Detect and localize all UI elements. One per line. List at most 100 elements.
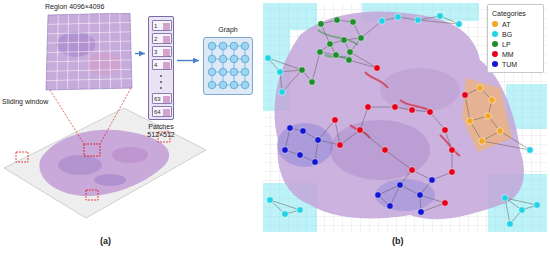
map-vertex	[318, 21, 325, 28]
map-vertex	[534, 202, 541, 209]
map-vertex	[379, 18, 386, 25]
graph-vertex	[230, 68, 238, 76]
patch-thumbnail	[163, 36, 170, 43]
patch-thumbnail	[163, 96, 170, 103]
bg-regions	[263, 3, 547, 232]
graph-icon	[204, 38, 252, 94]
graph-vertex	[208, 68, 216, 76]
legend-text: AT	[502, 21, 510, 28]
map-vertex	[442, 127, 449, 134]
map-edge	[465, 95, 470, 121]
patch-thumbnail	[163, 49, 170, 56]
projection-line	[50, 90, 84, 144]
ellipsis-dot	[160, 87, 162, 89]
graph-vertex	[219, 55, 227, 63]
map-vertex	[502, 195, 509, 202]
graph-vertex	[230, 55, 238, 63]
tile-grid	[99, 14, 101, 89]
tum-region	[375, 179, 435, 211]
graph-vertex	[208, 55, 216, 63]
map-vertex	[357, 127, 364, 134]
map-vertex	[497, 128, 504, 135]
ellipsis-dot	[160, 81, 162, 83]
column-heading: Patches 512×512	[145, 123, 177, 139]
map-edge	[318, 120, 335, 140]
map-edge	[482, 141, 530, 150]
map-vertex	[395, 14, 402, 21]
map-vertex	[282, 147, 289, 154]
map-vertex	[409, 107, 416, 114]
panel-label: (a)	[100, 236, 111, 246]
map-grid	[263, 3, 547, 232]
map-edge	[360, 107, 368, 130]
patch-box: 4	[152, 59, 172, 70]
flow-arrow	[135, 53, 145, 54]
tissue-shade	[56, 32, 95, 57]
map-vertex	[442, 200, 449, 207]
window-square	[16, 152, 28, 162]
panel-label: (b)	[392, 236, 404, 246]
legend-entry: LP	[492, 39, 539, 49]
patch-number: 4	[154, 62, 157, 69]
patch-column: 12346364	[148, 16, 174, 120]
legend-swatch	[492, 31, 498, 37]
map-vertex	[489, 97, 496, 104]
map-edge	[268, 58, 302, 70]
map-ground	[263, 3, 547, 232]
map-vertex	[297, 152, 304, 159]
legend-swatch	[492, 51, 498, 57]
map-edge	[421, 203, 445, 212]
graph-node: Graph	[199, 26, 257, 95]
map-vertex	[358, 35, 365, 42]
map-vertex	[365, 104, 372, 111]
map-vertex	[449, 147, 456, 154]
patch-number: 63	[154, 96, 161, 103]
map-vertex	[277, 69, 284, 76]
region-tile	[46, 13, 132, 90]
tissue-shade	[94, 174, 126, 186]
graph-vertex	[208, 81, 216, 89]
map-vertex	[299, 67, 306, 74]
annotation-label: Sliding window	[2, 98, 48, 106]
graph-vertex	[219, 68, 227, 76]
tissue-shade	[87, 53, 122, 75]
map-vertex	[300, 128, 307, 135]
tissue-shade	[330, 120, 430, 180]
ellipsis-dots	[149, 73, 173, 91]
legend-entry: TUM	[492, 59, 539, 69]
graph-vertex	[230, 42, 238, 50]
tissue-shade	[112, 147, 148, 163]
tile-grid	[47, 51, 131, 53]
map-edge	[340, 130, 360, 145]
map-edge	[282, 70, 302, 92]
map-edge	[505, 198, 510, 224]
map-edge	[368, 107, 395, 108]
map-vertex	[456, 21, 463, 28]
map-vertex	[347, 49, 354, 56]
graph-vertex	[208, 42, 216, 50]
window-square	[84, 144, 100, 156]
tile-grid	[110, 14, 111, 89]
tile-grid	[120, 13, 122, 88]
map-vertex	[315, 137, 322, 144]
region-node: Region 4096×4096	[45, 3, 135, 91]
map-vertex	[309, 79, 316, 86]
patch-number: 1	[154, 23, 157, 30]
map-vertex	[418, 209, 425, 216]
map-vertex	[287, 125, 294, 132]
map-vertex	[337, 142, 344, 149]
legend-entry: BG	[492, 29, 539, 39]
patch-number: 2	[154, 36, 157, 43]
map-vertex	[267, 197, 274, 204]
map-vertex	[327, 41, 334, 48]
patch-box: 1	[152, 20, 172, 31]
patch-number: 3	[154, 49, 157, 56]
map-vertex	[382, 147, 389, 154]
map-edge	[360, 130, 385, 150]
ellipsis-dot	[160, 75, 162, 77]
map-vertex	[297, 207, 304, 214]
patch-thumbnail	[163, 23, 170, 30]
tissue-shade	[58, 155, 102, 175]
map-vertex	[485, 113, 492, 120]
map-vertex	[519, 207, 526, 214]
